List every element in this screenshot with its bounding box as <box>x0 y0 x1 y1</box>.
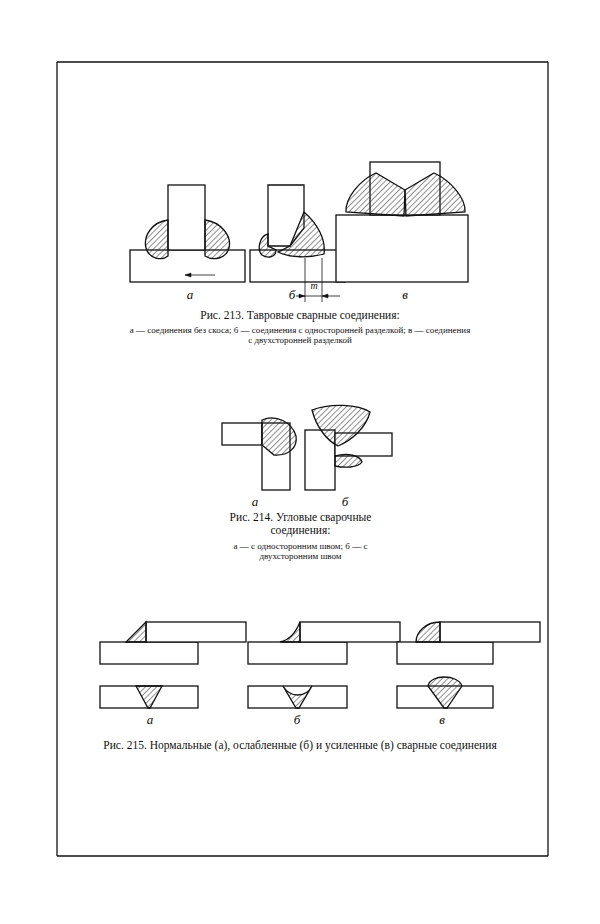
figure-letter: б <box>337 495 353 510</box>
figure-caption: Рис. 215. Нормальные (а), ослабленные (б… <box>98 739 502 752</box>
normal-weld <box>100 622 246 708</box>
corner-joint-b <box>305 405 392 490</box>
tee-joint-v <box>336 162 468 282</box>
figure-letter: а <box>182 288 198 303</box>
caption-legend: а — соединения без скоса; б — соединения… <box>128 325 472 346</box>
figure-letter: б <box>284 288 300 303</box>
reinforced-weld <box>397 622 540 708</box>
dimension-label: m <box>307 280 321 292</box>
page-frame <box>57 62 548 856</box>
figure-letter: в <box>397 288 413 303</box>
figure-letter: а <box>247 495 263 510</box>
tee-joint-a <box>130 185 245 282</box>
figure-caption: Рис. 214. Угловые сварочные соединения: <box>213 511 388 537</box>
figure-letter: б <box>289 713 305 728</box>
caption-legend: а — с односторонним швом; б — с двухстор… <box>218 541 383 562</box>
figure-letter: в <box>434 713 450 728</box>
tee-joint-b <box>250 185 345 302</box>
figure-letter: а <box>142 713 158 728</box>
figure-caption: Рис. 213. Тавровые сварные соединения: <box>120 309 480 322</box>
corner-joint-a <box>222 418 296 490</box>
weakened-weld <box>248 622 400 708</box>
